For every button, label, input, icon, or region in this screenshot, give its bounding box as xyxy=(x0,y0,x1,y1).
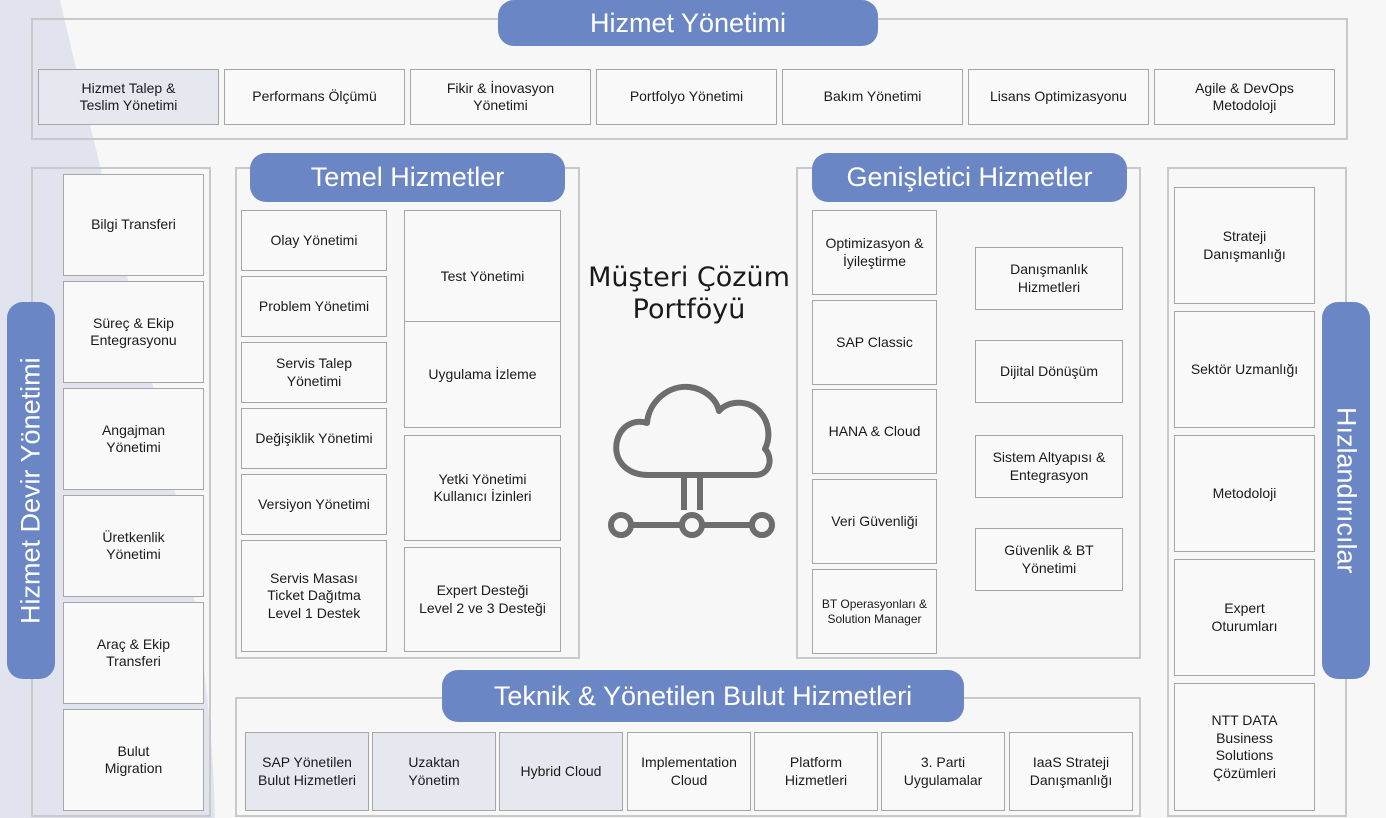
hizmet-yonetimi-title: Hizmet Yönetimi xyxy=(498,0,878,46)
gen-guvenlik-bt: Güvenlik & BT Yönetimi xyxy=(975,528,1123,591)
teknik-title: Teknik & Yönetilen Bulut Hizmetleri xyxy=(442,670,964,722)
hy-item-agile-devops: Agile & DevOps Metodoloji xyxy=(1154,69,1335,125)
hd-item-uretkenlik: Üretkenlik Yönetimi xyxy=(63,495,204,597)
tk-item-platform: Platform Hizmetleri xyxy=(754,732,878,811)
temel-title: Temel Hizmetler xyxy=(250,153,565,202)
hd-item-surec-ekip: Süreç & Ekip Entegrasyonu xyxy=(63,281,204,383)
temel-problem: Problem Yönetimi xyxy=(241,276,387,337)
gen-sistem-altyapisi: Sistem Altyapısı & Entegrasyon xyxy=(975,435,1123,498)
temel-servis-talep: Servis Talep Yönetimi xyxy=(241,342,387,403)
tk-item-implementation: Implementation Cloud xyxy=(627,732,751,811)
hz-item-expert-oturumlari: Expert Oturumları xyxy=(1174,559,1315,676)
tk-item-uzaktan: Uzaktan Yönetim xyxy=(372,732,496,811)
temel-test: Test Yönetimi xyxy=(404,210,561,343)
hd-item-bulut-migration: Bulut Migration xyxy=(63,709,204,811)
hz-item-metodoloji: Metodoloji xyxy=(1174,435,1315,552)
temel-versiyon: Versiyon Yönetimi xyxy=(241,474,387,535)
hz-item-sektor: Sektör Uzmanlığı xyxy=(1174,311,1315,428)
hy-item-performans: Performans Ölçümü xyxy=(224,69,405,125)
temel-servis-masasi: Servis Masası Ticket Dağıtma Level 1 Des… xyxy=(241,540,387,652)
hizmet-devir-title: Hizmet Devir Yönetimi xyxy=(7,302,55,679)
gen-optimizasyon: Optimizasyon & İyileştirme xyxy=(812,210,937,295)
hd-item-angajman: Angajman Yönetimi xyxy=(63,388,204,490)
temel-uygulama-izleme: Uygulama İzleme xyxy=(404,321,561,428)
genisletici-title: Genişletici Hizmetler xyxy=(812,153,1127,202)
hy-item-talep-teslim: Hizmet Talep & Teslim Yönetimi xyxy=(38,69,219,125)
tk-item-hybrid-cloud: Hybrid Cloud xyxy=(499,732,623,811)
gen-veri-guvenligi: Veri Güvenliği xyxy=(812,479,937,564)
gen-danismanlik: Danışmanlık Hizmetleri xyxy=(975,247,1123,310)
hy-item-fikir-inovasyon: Fikir & İnovasyon Yönetimi xyxy=(410,69,591,125)
cloud-network-icon xyxy=(608,383,775,538)
hz-item-ntt-data: NTT DATA Business Solutions Çözümleri xyxy=(1174,683,1315,811)
tk-item-sap-yonetilen: SAP Yönetilen Bulut Hizmetleri xyxy=(245,732,369,811)
hizmet-yonetimi-row: Hizmet Talep & Teslim Yönetimi Performan… xyxy=(38,69,1338,125)
hd-item-bilgi-transferi: Bilgi Transferi xyxy=(63,174,204,276)
hz-item-strateji: Strateji Danışmanlığı xyxy=(1174,187,1315,304)
gen-sap-classic: SAP Classic xyxy=(812,300,937,385)
temel-degisiklik: Değişiklik Yönetimi xyxy=(241,408,387,469)
gen-dijital-donusum: Dijital Dönüşüm xyxy=(975,340,1123,403)
center-title: Müşteri Çözüm Portföyü xyxy=(588,262,790,326)
temel-olay: Olay Yönetimi xyxy=(241,210,387,271)
gen-hana-cloud: HANA & Cloud xyxy=(812,389,937,474)
hizlandiricilar-title: Hızlandırıcılar xyxy=(1322,302,1370,679)
tk-item-3parti: 3. Parti Uygulamalar xyxy=(881,732,1005,811)
hd-item-arac-ekip: Araç & Ekip Transferi xyxy=(63,602,204,704)
hy-item-portfolyo: Portfolyo Yönetimi xyxy=(596,69,777,125)
temel-expert-destegi: Expert Desteği Level 2 ve 3 Desteği xyxy=(404,547,561,652)
gen-bt-operasyonlari: BT Operasyonları & Solution Manager xyxy=(812,569,937,654)
hy-item-bakim: Bakım Yönetimi xyxy=(782,69,963,125)
hy-item-lisans: Lisans Optimizasyonu xyxy=(968,69,1149,125)
temel-yetki: Yetki Yönetimi Kullanıcı İzinleri xyxy=(404,435,561,541)
tk-item-iaas: IaaS Strateji Danışmanlığı xyxy=(1009,732,1133,811)
